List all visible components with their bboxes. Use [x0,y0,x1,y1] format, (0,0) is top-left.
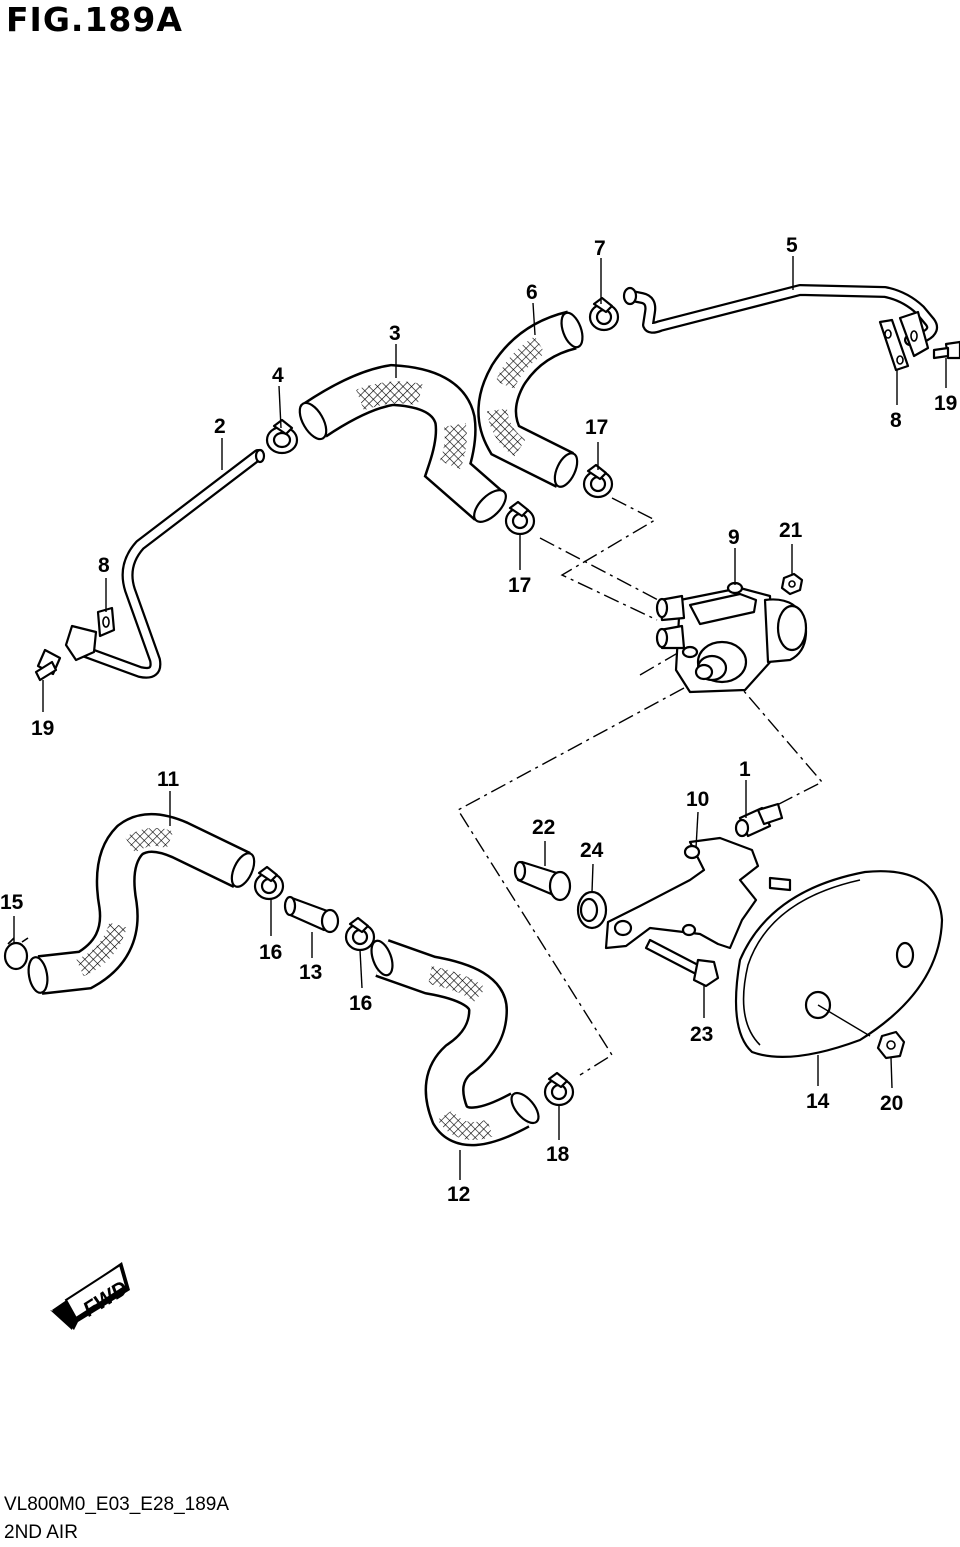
joint-part-13 [283,895,340,934]
callout-12: 12 [447,1183,470,1206]
callout-10: 10 [686,788,709,811]
fwd-arrow-icon: FWD [50,1262,132,1330]
callout-5: 5 [786,234,798,257]
figure-code: VL800M0_E03_E28_189A [4,1494,230,1515]
gasket-part-8-left [96,606,116,638]
callout-15: 15 [0,891,24,914]
hose-part-12 [370,939,540,1147]
collar-part-22 [513,860,572,902]
bolt-part-19-right [932,340,960,360]
callout-numbers: 1 2 3 4 5 6 7 8 8 9 10 11 12 13 14 15 16… [0,234,957,1206]
assembly-dash-lines [457,497,824,1076]
clamp-part-17-upper [582,463,614,499]
nut-part-21 [780,572,804,596]
callout-23: 23 [690,1023,713,1046]
figure-name: 2ND AIR [4,1522,78,1543]
callout-19-right: 19 [934,392,957,415]
callout-17-lower: 17 [508,574,531,597]
valve-part-9 [655,581,808,694]
callout-19-left: 19 [31,717,54,740]
cap-part-15 [3,937,29,971]
gasket-part-8-right [878,318,910,372]
clamp-part-4 [265,418,299,455]
pipe-part-2 [64,448,266,679]
clamp-part-16-right [344,916,376,952]
callout-22: 22 [532,816,555,839]
callout-16-left: 16 [259,941,282,964]
callout-14: 14 [806,1090,830,1113]
clamp-part-18 [543,1071,575,1107]
callout-21: 21 [779,519,803,542]
callout-20: 20 [880,1092,903,1115]
clamp-part-16-left [253,865,285,901]
callout-1: 1 [739,758,751,781]
callout-8-right: 8 [890,409,902,432]
hose-part-11 [27,813,256,995]
callout-16-right: 16 [349,992,372,1015]
hose-part-6 [477,310,584,488]
callout-6: 6 [526,281,538,304]
callout-8-left: 8 [98,554,110,577]
callout-18: 18 [546,1143,570,1166]
callout-7: 7 [594,237,606,260]
callout-17-upper: 17 [585,416,608,439]
figure-title: FIG.189A [6,0,183,39]
callout-2: 2 [214,415,226,438]
bracket-part-10 [604,836,792,950]
bolt-part-19-left [34,648,62,682]
callout-11: 11 [157,768,180,791]
callout-24: 24 [580,839,604,862]
clamp-part-17-lower [504,500,536,536]
bolt-part-23 [644,938,720,988]
callout-9: 9 [728,526,740,549]
nut-part-20 [876,1030,906,1060]
callout-4: 4 [272,364,284,387]
sensor-part-1 [734,802,784,838]
callout-3: 3 [389,322,401,345]
callout-13: 13 [299,961,322,984]
clamp-part-7 [588,296,620,332]
leader-lines [13,256,947,1180]
grommet-part-24 [576,890,608,930]
hose-part-3 [298,363,507,523]
pipe-part-5 [622,284,939,358]
canister-part-14 [734,870,944,1058]
